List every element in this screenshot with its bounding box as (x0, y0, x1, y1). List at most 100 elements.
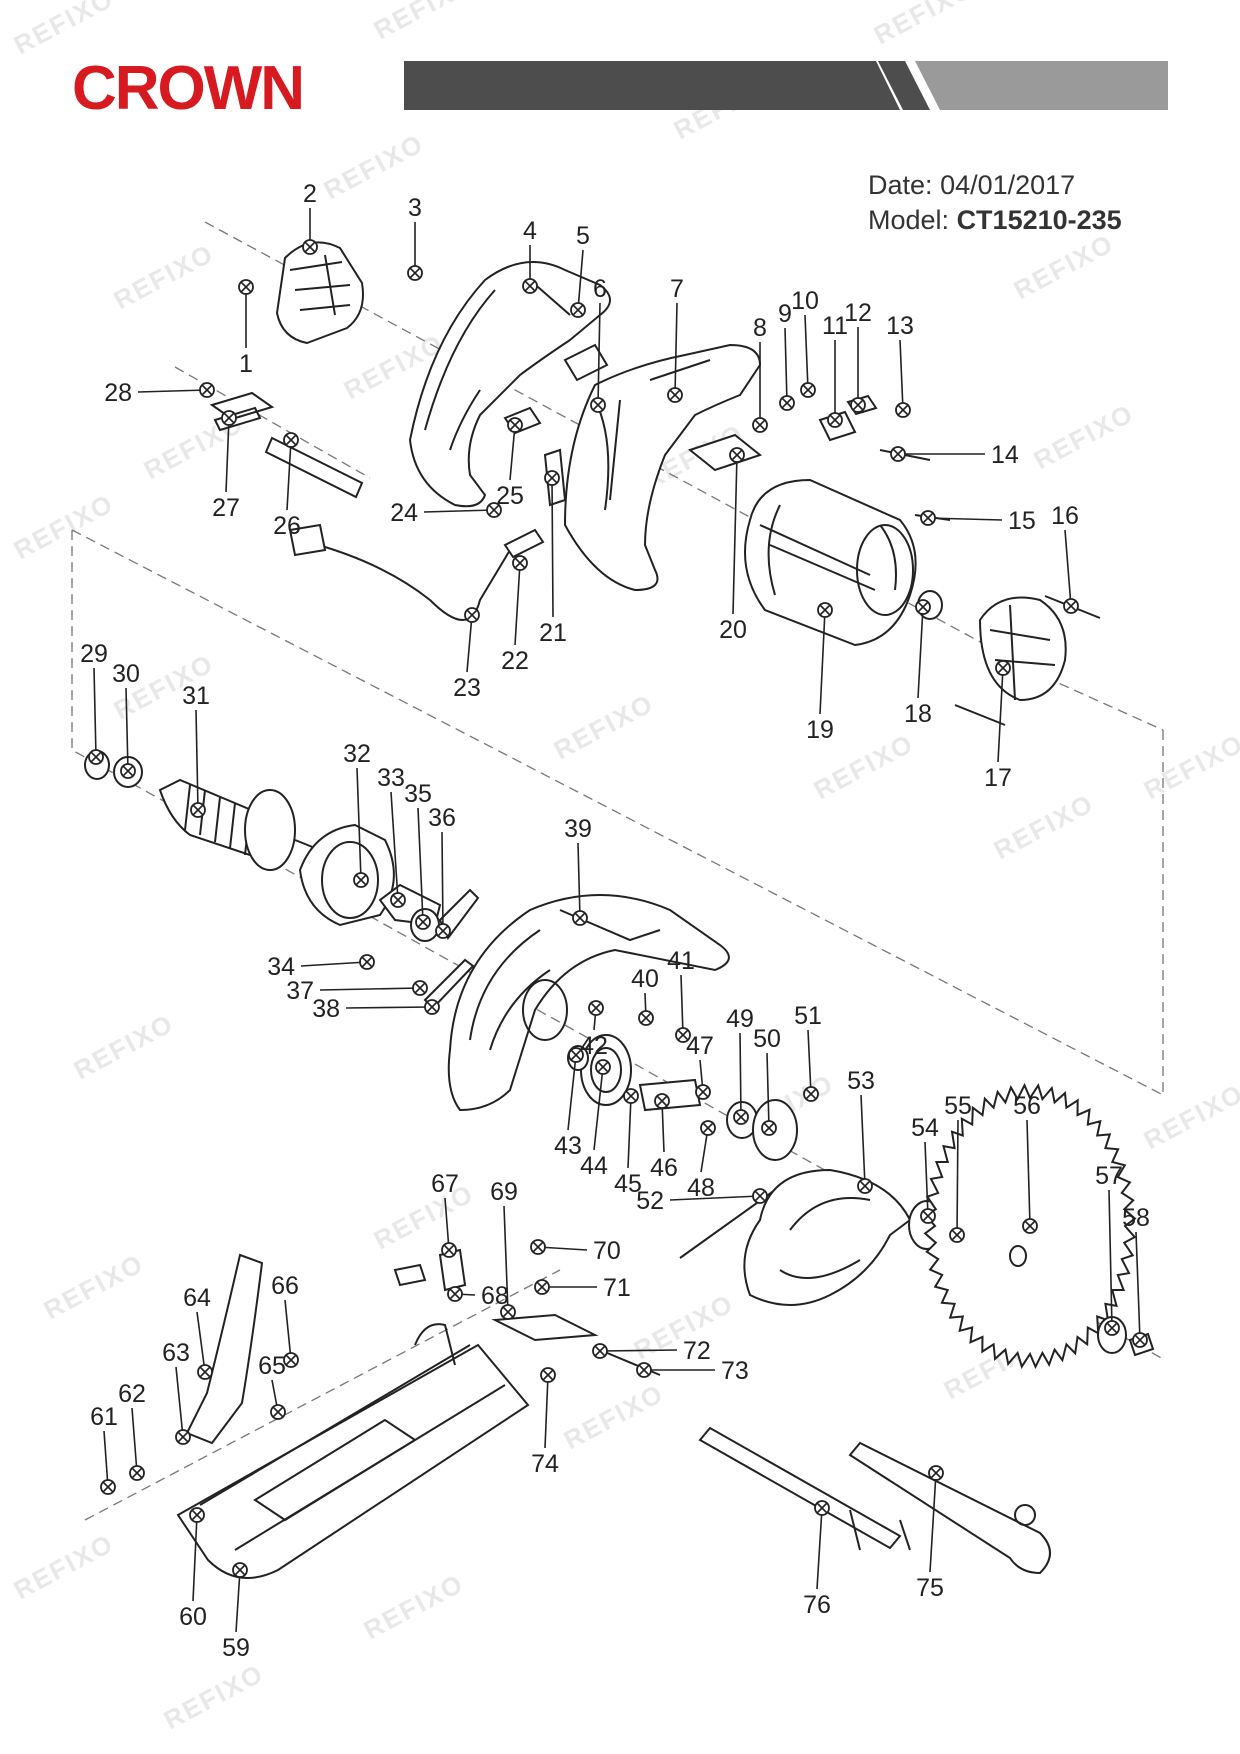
leader-line-49 (739, 1032, 742, 1118)
part-number-55: 55 (944, 1092, 972, 1120)
leader-line-24 (423, 509, 495, 513)
part-number-1: 1 (239, 350, 253, 378)
part-number-32: 32 (343, 740, 371, 768)
leader-line-31 (195, 709, 199, 811)
leader-line-75 (929, 1472, 937, 1573)
leader-line-28 (137, 389, 208, 393)
part-marker-44 (595, 1059, 611, 1075)
part-number-48: 48 (687, 1174, 715, 1202)
watermark-text: REFIXO (369, 0, 479, 45)
motor-housing-group (209, 241, 1101, 726)
part-number-42: 42 (580, 1032, 608, 1060)
part-number-2: 2 (303, 180, 317, 208)
leader-line-30 (125, 687, 129, 772)
part-number-22: 22 (501, 647, 529, 675)
part-marker-19 (817, 602, 833, 618)
part-marker-53 (857, 1178, 873, 1194)
part-marker-46 (654, 1093, 670, 1109)
model-value: CT15210-235 (956, 205, 1122, 235)
part-marker-3 (407, 265, 423, 281)
banner-bar-light (915, 61, 1168, 110)
part-marker-8 (752, 417, 768, 433)
watermark-text: REFIXO (1139, 1078, 1240, 1156)
part-marker-36 (435, 923, 451, 939)
watermark-text: REFIXO (549, 688, 659, 766)
part-marker-39 (572, 910, 588, 926)
leader-line-32 (356, 767, 362, 881)
part-marker-4 (522, 278, 538, 294)
part-number-8: 8 (753, 314, 767, 342)
watermark-text: REFIXO (359, 1568, 469, 1646)
part-number-41: 41 (667, 947, 695, 975)
part-number-43: 43 (554, 1132, 582, 1160)
part-number-45: 45 (614, 1170, 642, 1198)
model-label: Model: (868, 205, 950, 235)
part-number-54: 54 (911, 1114, 939, 1142)
part-marker-18 (915, 599, 931, 615)
part-number-71: 71 (603, 1274, 631, 1302)
part-number-70: 70 (593, 1237, 621, 1265)
part-number-75: 75 (916, 1574, 944, 1602)
part-number-64: 64 (183, 1284, 211, 1312)
leader-line-67 (444, 1197, 450, 1251)
part-number-17: 17 (984, 764, 1012, 792)
leader-line-20 (732, 454, 738, 615)
part-number-36: 36 (428, 804, 456, 832)
part-marker-34 (359, 954, 375, 970)
leader-line-60 (192, 1514, 198, 1602)
leader-lines (93, 208, 1141, 1633)
leader-line-76 (816, 1507, 823, 1590)
part-number-63: 63 (162, 1339, 190, 1367)
part-number-4: 4 (523, 217, 537, 245)
part-marker-48 (700, 1120, 716, 1136)
part-number-16: 16 (1051, 502, 1079, 530)
part-number-39: 39 (564, 815, 592, 843)
model-line: Model: CT15210-235 (868, 205, 1122, 236)
part-number-37: 37 (286, 977, 314, 1005)
leader-line-70 (537, 1246, 588, 1251)
part-number-47: 47 (686, 1032, 714, 1060)
part-marker-6 (590, 397, 606, 413)
part-number-67: 67 (431, 1170, 459, 1198)
part-number-53: 53 (847, 1067, 875, 1095)
leader-line-58 (1135, 1231, 1141, 1341)
leader-line-51 (807, 1029, 812, 1095)
part-marker-14 (890, 446, 906, 462)
part-number-24: 24 (390, 499, 418, 527)
part-marker-42 (588, 1000, 604, 1016)
part-marker-64 (197, 1364, 213, 1380)
part-marker-12 (850, 397, 866, 413)
part-number-59: 59 (222, 1634, 250, 1662)
leader-line-15 (927, 517, 1003, 521)
part-marker-7 (667, 387, 683, 403)
leader-line-6 (597, 302, 601, 406)
part-number-57: 57 (1095, 1162, 1123, 1190)
watermark-text: REFIXO (369, 1178, 479, 1256)
part-number-28: 28 (104, 379, 132, 407)
part-number-10: 10 (791, 287, 819, 315)
part-marker-58 (1132, 1332, 1148, 1348)
leader-line-56 (1026, 1119, 1031, 1227)
part-marker-13 (895, 402, 911, 418)
part-marker-24 (486, 502, 502, 518)
watermark-text: REFIXO (159, 1658, 269, 1736)
part-marker-23 (464, 607, 480, 623)
leader-line-61 (103, 1430, 109, 1488)
part-number-12: 12 (844, 299, 872, 327)
part-marker-15 (920, 510, 936, 526)
part-marker-32 (353, 872, 369, 888)
part-marker-65 (270, 1404, 286, 1420)
part-number-52: 52 (636, 1187, 664, 1215)
leader-line-33 (390, 791, 399, 901)
part-number-26: 26 (273, 512, 301, 540)
leader-line-57 (1108, 1189, 1113, 1329)
part-number-29: 29 (80, 640, 108, 668)
base-plate-group (176, 1248, 1051, 1579)
leader-line-37 (319, 987, 421, 991)
date-label: Date: (868, 170, 933, 200)
part-number-31: 31 (182, 682, 210, 710)
leader-line-5 (577, 249, 584, 311)
part-marker-74 (540, 1367, 556, 1383)
